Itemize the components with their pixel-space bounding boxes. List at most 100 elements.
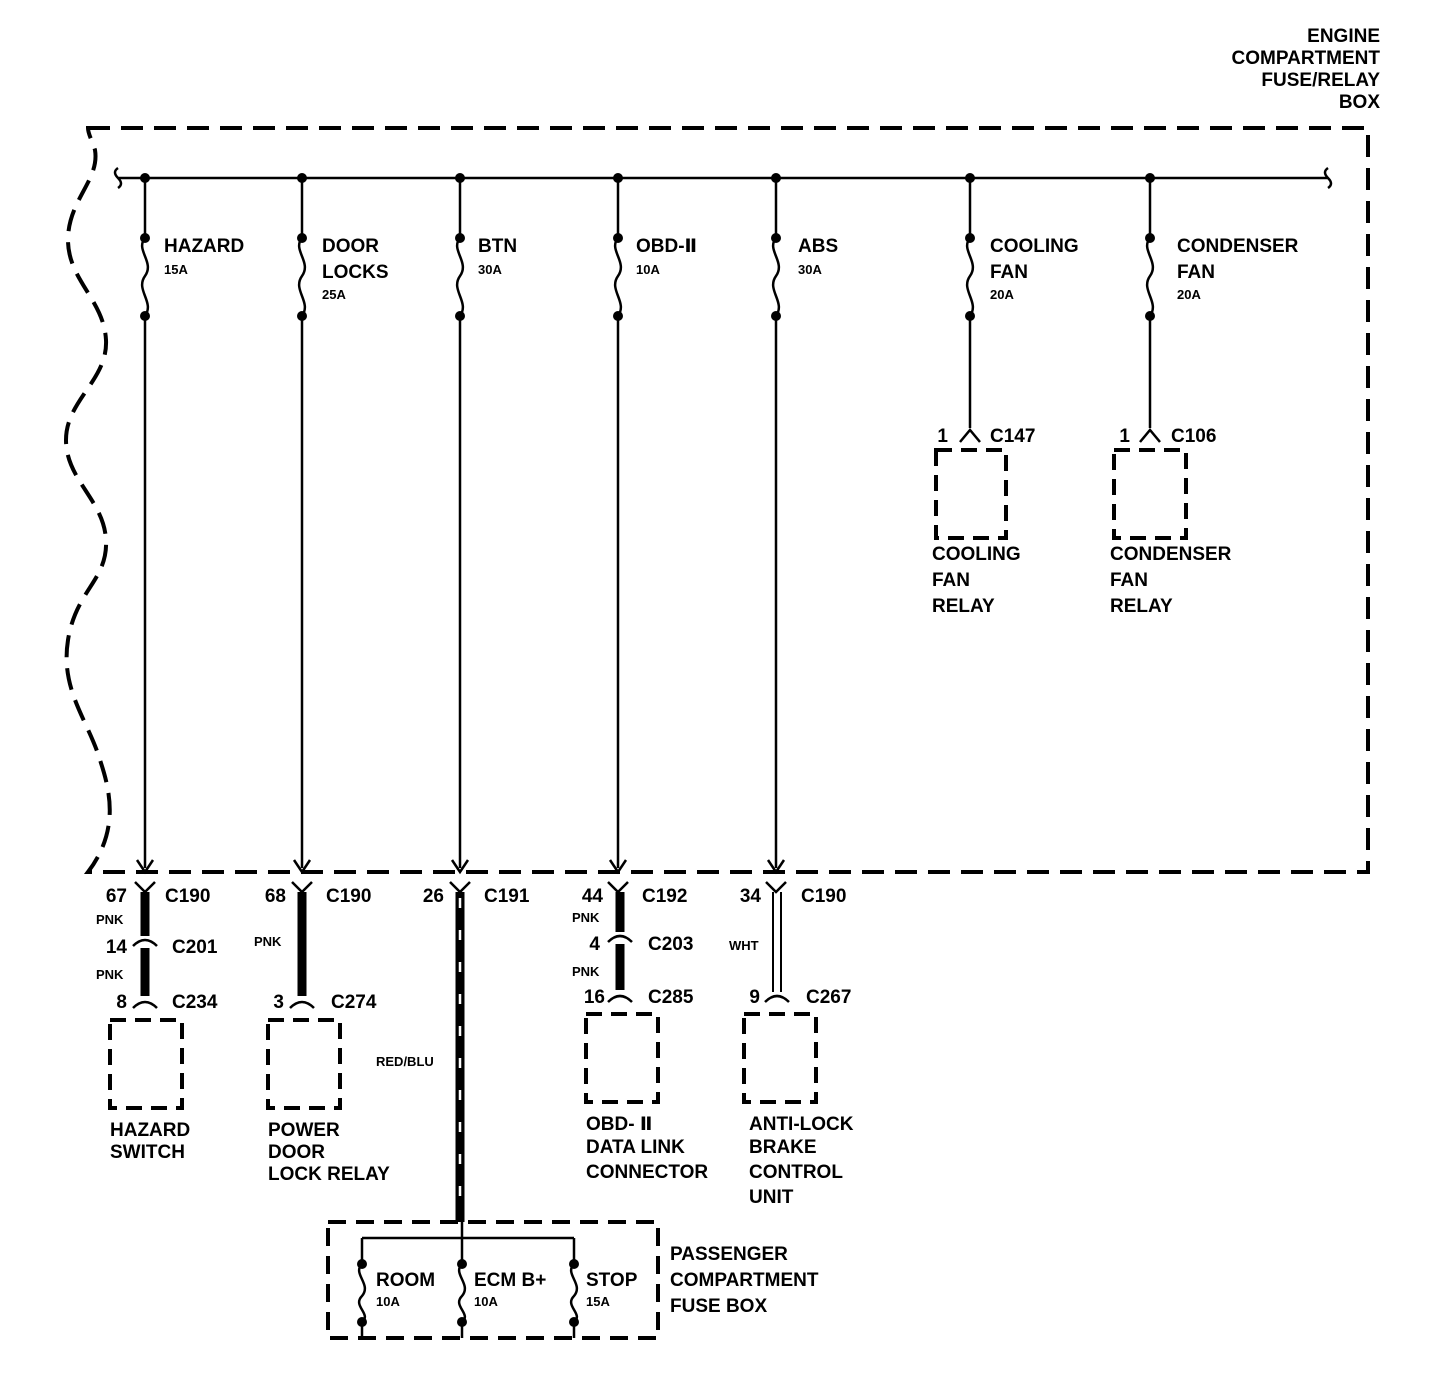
mid-pin: 4 — [589, 934, 600, 955]
component-line3: CONTROL — [749, 1162, 843, 1183]
engine-box-title-3: FUSE/RELAY — [1261, 70, 1380, 91]
circuit-obd-ii-dlc: 44 C192 PNK 4 C203 PNK 16 C285 OBD- Ⅱ DA… — [572, 881, 708, 1183]
top-pin: 44 — [582, 886, 604, 907]
fuse-name-line1: DOOR — [322, 236, 379, 257]
relay-name-line2: FAN — [1110, 570, 1148, 591]
circuit-power-door-lock-relay: 68 C190 PNK 3 C274 POWER DOOR LOCK RELAY — [254, 881, 390, 1185]
fuse-ecm-b-plus: ECM B+ 10A — [457, 1222, 546, 1338]
wire-color-1: WHT — [729, 938, 759, 953]
component-line3: CONNECTOR — [586, 1162, 708, 1183]
bottom-pin: 3 — [273, 992, 284, 1013]
fuse-room: ROOM 10A — [357, 1238, 435, 1338]
engine-compartment-box: ENGINE COMPARTMENT FUSE/RELAY BOX — [63, 26, 1381, 874]
engine-box-outline — [63, 126, 1370, 874]
bottom-connector: C267 — [806, 987, 851, 1008]
circuit-hazard-switch: 67 C190 PNK 14 C201 PNK 8 C234 HAZARD SW… — [96, 881, 218, 1163]
mid-connector: C201 — [172, 937, 218, 958]
passenger-box-title-3: FUSE BOX — [670, 1296, 767, 1317]
relay-pin: 1 — [1119, 426, 1130, 447]
top-pin: 68 — [265, 886, 286, 907]
fuse-rating: 25A — [322, 287, 346, 302]
fuse-name-line2: FAN — [1177, 262, 1215, 283]
condenser-fan-relay: 1 C106 CONDENSER FAN RELAY — [1110, 426, 1232, 617]
mid-pin: 14 — [106, 937, 128, 958]
fuse-hazard: HAZARD 15A — [135, 173, 244, 875]
wire-color-1: PNK — [254, 934, 282, 949]
fuse-name: BTN — [478, 236, 517, 257]
top-connector: C191 — [484, 886, 530, 907]
fuse-rating: 10A — [636, 262, 660, 277]
circuit-red-blu: 26 C191 RED/BLU — [376, 881, 530, 1222]
wire-color-2: PNK — [572, 964, 600, 979]
top-connector: C190 — [326, 886, 371, 907]
bottom-connector: C285 — [648, 987, 694, 1008]
fuse-rating: 30A — [478, 262, 502, 277]
passenger-compartment-fuse-box: PASSENGER COMPARTMENT FUSE BOX ROOM 10A … — [326, 1220, 819, 1340]
engine-box-title-1: ENGINE — [1307, 26, 1380, 47]
fuse-abs: ABS 30A — [766, 173, 838, 875]
relay-name-line1: CONDENSER — [1110, 544, 1232, 565]
engine-box-title-4: BOX — [1339, 92, 1381, 113]
circuit-abs-control-unit: 34 C190 WHT 9 C267 ANTI-LOCK BRAKE CONTR… — [729, 881, 854, 1208]
relay-name-line3: RELAY — [932, 596, 995, 617]
component-line4: UNIT — [749, 1187, 794, 1208]
component-line2: DATA LINK — [586, 1137, 685, 1158]
top-connector: C190 — [801, 886, 846, 907]
fuse-rating: 10A — [474, 1294, 498, 1309]
fuse-rating: 20A — [990, 287, 1014, 302]
passenger-box-title-2: COMPARTMENT — [670, 1270, 819, 1291]
component-line1: HAZARD — [110, 1120, 190, 1141]
wire-color-1: PNK — [96, 912, 124, 927]
fuse-rating: 20A — [1177, 287, 1201, 302]
component-line1: ANTI-LOCK — [749, 1114, 854, 1135]
wire-color-2: PNK — [96, 967, 124, 982]
bottom-connector: C234 — [172, 992, 218, 1013]
top-pin: 26 — [423, 886, 444, 907]
bottom-pin: 8 — [116, 992, 127, 1013]
fuse-cooling-fan: COOLING FAN 20A — [959, 173, 1079, 443]
fuse-condenser-fan: CONDENSER FAN 20A — [1139, 173, 1299, 443]
fuse-name: STOP — [586, 1270, 638, 1291]
fuse-name: HAZARD — [164, 236, 244, 257]
bottom-pin: 9 — [749, 987, 760, 1008]
component-line1: POWER — [268, 1120, 340, 1141]
fuse-rating: 15A — [164, 262, 188, 277]
cooling-fan-relay: 1 C147 COOLING FAN RELAY — [932, 426, 1035, 617]
fuse-name: ABS — [798, 236, 838, 257]
passenger-box-title-1: PASSENGER — [670, 1244, 788, 1265]
top-connector: C192 — [642, 886, 687, 907]
fuse-name: OBD-Ⅱ — [636, 236, 697, 257]
fuse-name-line2: LOCKS — [322, 262, 389, 283]
top-connector: C190 — [165, 886, 210, 907]
fuse-stop: STOP 15A — [569, 1238, 638, 1338]
fuse-btn: BTN 30A — [450, 173, 517, 875]
fuse-name: ECM B+ — [474, 1270, 546, 1291]
component-line2: DOOR — [268, 1142, 325, 1163]
top-pin: 34 — [740, 886, 762, 907]
relay-name-line2: FAN — [932, 570, 970, 591]
wire-color-1: RED/BLU — [376, 1054, 434, 1069]
fuse-obd-ii: OBD-Ⅱ 10A — [608, 173, 697, 875]
fuse-rating: 15A — [586, 1294, 610, 1309]
bottom-pin: 16 — [584, 987, 605, 1008]
component-line2: SWITCH — [110, 1142, 185, 1163]
relay-name-line1: COOLING — [932, 544, 1021, 565]
relay-pin: 1 — [937, 426, 948, 447]
fuse-door-locks: DOOR LOCKS 25A — [292, 173, 389, 875]
relay-connector: C147 — [990, 426, 1035, 447]
component-line1: OBD- Ⅱ — [586, 1114, 652, 1135]
engine-box-title-2: COMPARTMENT — [1232, 48, 1381, 69]
fuse-name-line1: CONDENSER — [1177, 236, 1299, 257]
fuse-name-line2: FAN — [990, 262, 1028, 283]
wire-color-1: PNK — [572, 910, 600, 925]
relay-connector: C106 — [1171, 426, 1216, 447]
bottom-connector: C274 — [331, 992, 377, 1013]
fuse-name-line1: COOLING — [990, 236, 1079, 257]
fuse-rating: 10A — [376, 1294, 400, 1309]
fuse-name: ROOM — [376, 1270, 435, 1291]
bus-bar — [113, 166, 1333, 190]
component-line2: BRAKE — [749, 1137, 817, 1158]
component-line3: LOCK RELAY — [268, 1164, 390, 1185]
mid-connector: C203 — [648, 934, 693, 955]
